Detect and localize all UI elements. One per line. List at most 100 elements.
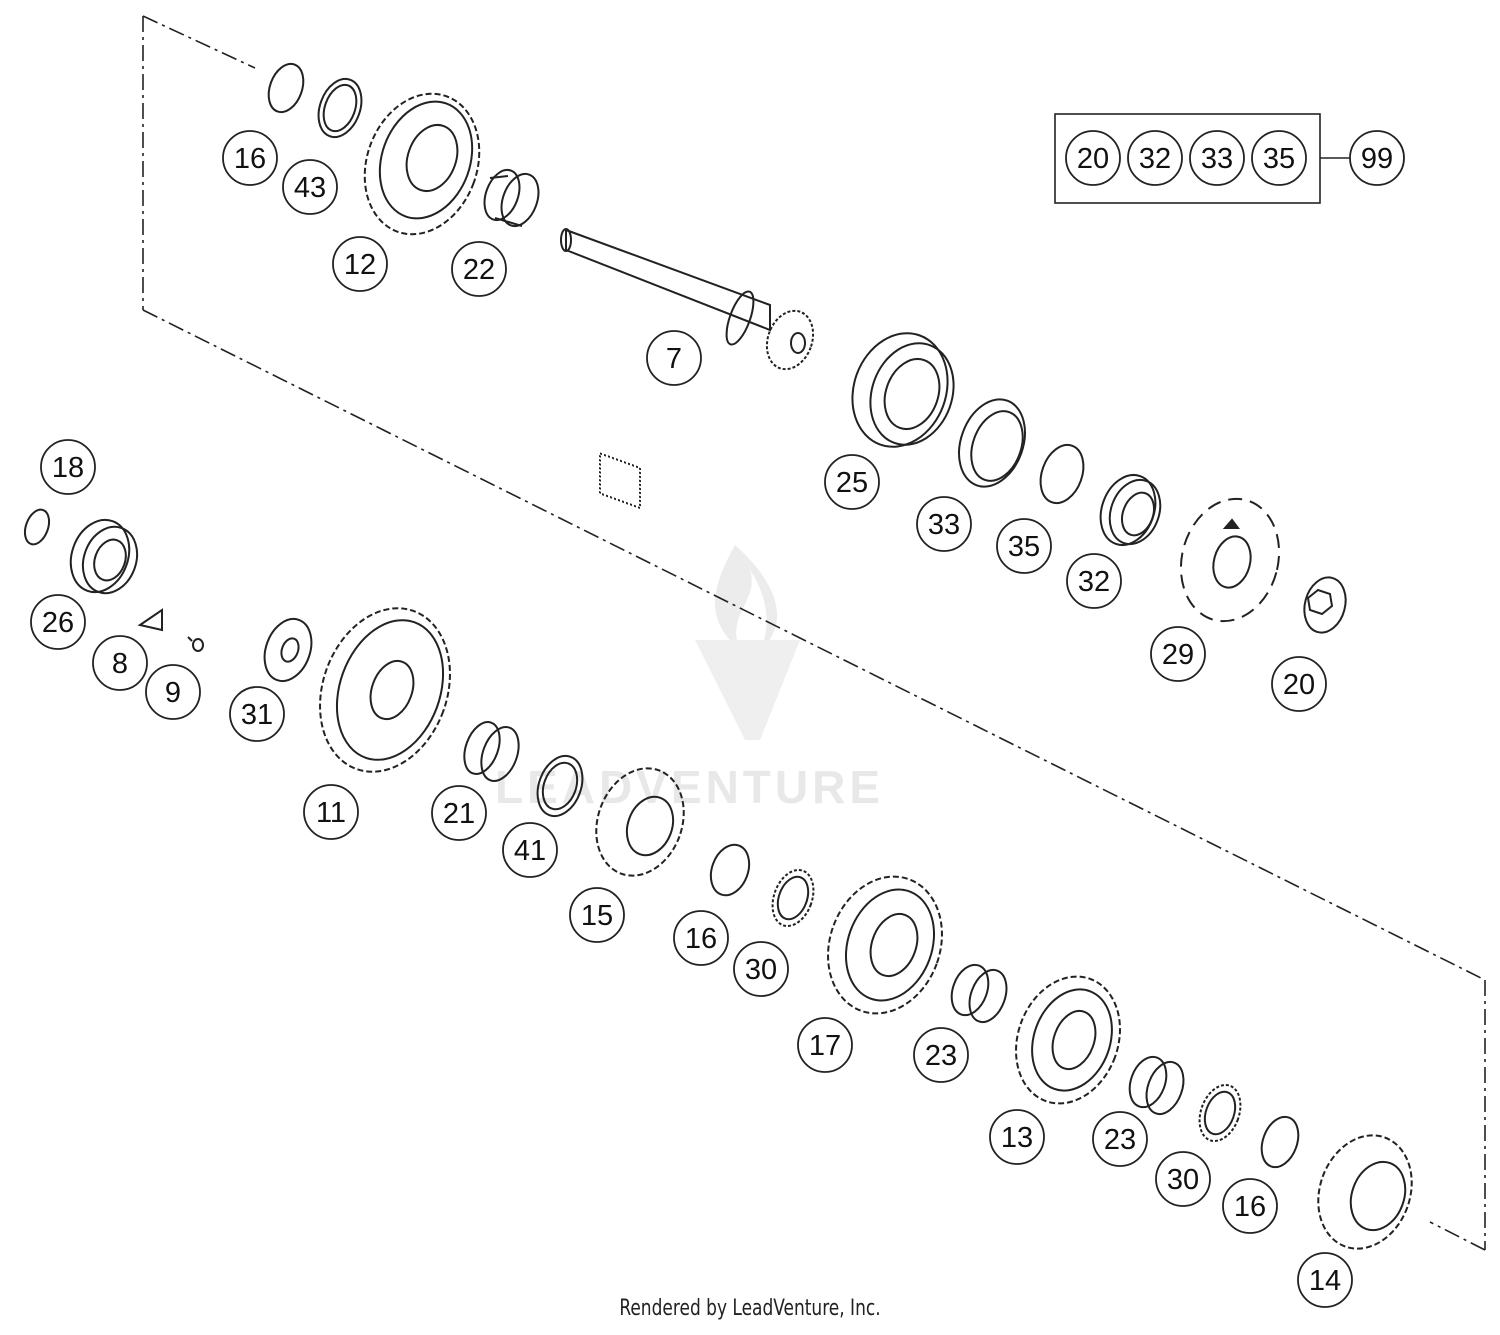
callout-14: 14 [1297,1252,1353,1308]
bearing-25 [851,332,955,448]
circlip-16-mid [709,843,751,897]
callout-16: 16 [1222,1178,1278,1234]
callout-20: 20 [1271,656,1327,712]
callout-label: 12 [344,249,376,281]
gear-12 [363,92,481,236]
parts [23,62,1413,1250]
washer-41 [536,754,584,818]
bushing-22 [483,168,540,228]
kit-item-35: 35 [1251,130,1307,186]
bushing-21 [463,721,520,782]
shaft-7 [560,228,815,510]
callout-label: 25 [836,467,868,499]
callout-label: 26 [42,607,74,639]
callout-16: 16 [673,910,729,966]
footer-credit: Rendered by LeadVenture, Inc. [619,1296,881,1321]
callout-41: 41 [502,822,558,878]
gear-15 [595,767,685,877]
callout-16: 16 [222,130,278,186]
watermark-text: LEADVENTURE [495,761,884,813]
callout-18: 18 [40,439,96,495]
nut-20 [1303,576,1347,634]
bushing-23-a [950,963,1008,1024]
callout-11: 11 [303,784,359,840]
kit-item-label: 20 [1077,143,1109,175]
callout-32: 32 [1066,553,1122,609]
callout-label: 22 [463,254,495,286]
callout-23: 23 [1092,1111,1148,1167]
callout-31: 31 [229,686,285,742]
dashed-frame [142,15,1486,1251]
kit-item-33: 33 [1189,130,1245,186]
callout-label: 16 [234,143,266,175]
callout-label: 23 [925,1040,957,1072]
callout-26: 26 [30,594,86,650]
spacer-32 [1099,474,1162,546]
callout-21: 21 [431,785,487,841]
callout-label: 43 [294,172,326,204]
sprocket-29 [1179,497,1281,623]
washer-31 [263,618,313,682]
kit-item-20: 20 [1065,130,1121,186]
callout-22: 22 [451,241,507,297]
circlip-18 [23,508,51,546]
callout-23: 23 [913,1027,969,1083]
gear-14 [1317,1134,1413,1250]
callout-label: 33 [928,509,960,541]
screw-9 [187,636,204,652]
washer-30-low [1198,1083,1242,1143]
callout-12: 12 [332,236,388,292]
callout-label: 31 [241,699,273,731]
gear-13 [1015,975,1121,1105]
watermark-logo: LEADVENTURE [495,545,884,813]
callout-7: 7 [646,330,702,386]
callout-label: 41 [514,835,546,867]
kit-item-32: 32 [1127,130,1183,186]
callout-25: 25 [824,454,880,510]
callout-15: 15 [569,887,625,943]
lock-8 [137,608,163,632]
callouts: 16 43 12 22 7 25 33 35 32 29 20 18 26 8 9 31 11 21 41 15 16 3… [30,130,1353,1308]
kit-item-label: 35 [1263,143,1295,175]
bearing-26 [69,518,139,595]
callout-label: 16 [1234,1191,1266,1223]
callout-label: 18 [52,452,84,484]
callout-8: 8 [92,635,148,691]
gear-11 [319,607,451,773]
kit-result-callout: 99 [1349,130,1405,186]
callout-label: 9 [165,677,181,709]
callout-label: 14 [1309,1265,1341,1297]
bushing-23-b [1128,1055,1185,1116]
callout-35: 35 [996,518,1052,574]
gear-17 [827,875,943,1015]
callout-30: 30 [733,941,789,997]
kit-box: 20 32 33 35 99 [1054,113,1405,204]
callout-29: 29 [1150,626,1206,682]
callout-label: 15 [581,900,613,932]
callout-label: 8 [112,648,128,680]
callout-17: 17 [797,1017,853,1073]
circlip-16-low [1260,1115,1300,1169]
callout-label: 16 [685,923,717,955]
callout-label: 30 [745,954,777,986]
callout-label: 7 [666,343,682,375]
kit-item-label: 32 [1139,143,1171,175]
kit-item-label: 33 [1201,143,1233,175]
callout-13: 13 [989,1109,1045,1165]
washer-43 [317,77,363,139]
callout-label: 32 [1078,566,1110,598]
callout-label: 21 [443,798,475,830]
callout-label: 17 [809,1030,841,1062]
callout-9: 9 [145,664,201,720]
seal-33 [958,398,1026,488]
callout-label: 20 [1283,669,1315,701]
circlip-16-upper [267,62,305,114]
callout-label: 23 [1104,1124,1136,1156]
o-ring-35 [1039,443,1085,505]
callout-43: 43 [282,159,338,215]
callout-label: 11 [316,797,346,829]
kit-result-label: 99 [1361,143,1393,175]
callout-label: 35 [1008,531,1040,563]
callout-label: 30 [1167,1164,1199,1196]
